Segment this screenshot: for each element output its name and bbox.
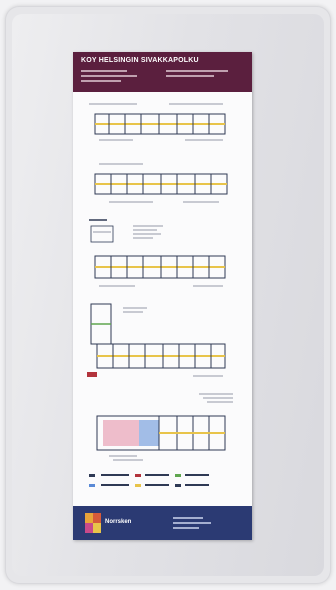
header-subtext-line — [81, 70, 127, 72]
poster-footer: Norrsken — [73, 506, 252, 540]
brand-name: Norrsken — [105, 519, 132, 525]
header-subtext-line — [81, 80, 121, 82]
floor-plan-5 — [73, 390, 252, 500]
footer-text-line — [173, 522, 211, 524]
floor-plan-1 — [73, 96, 252, 152]
floor-plan-3 — [73, 214, 252, 296]
floor-plan-poster: KOY HELSINGIN SIVAKKAPOLKU — [73, 52, 252, 540]
header-subtext-line — [166, 70, 228, 72]
footer-text-line — [173, 517, 203, 519]
header-subtext-line — [166, 75, 214, 77]
poster-header: KOY HELSINGIN SIVAKKAPOLKU — [73, 52, 252, 92]
brand-logo-icon — [85, 513, 101, 533]
floor-plan-2 — [73, 156, 252, 212]
footer-text-line — [173, 527, 199, 529]
header-subtext-line — [81, 75, 137, 77]
poster-title: KOY HELSINGIN SIVAKKAPOLKU — [81, 57, 199, 64]
floor-plan-4 — [73, 298, 252, 388]
